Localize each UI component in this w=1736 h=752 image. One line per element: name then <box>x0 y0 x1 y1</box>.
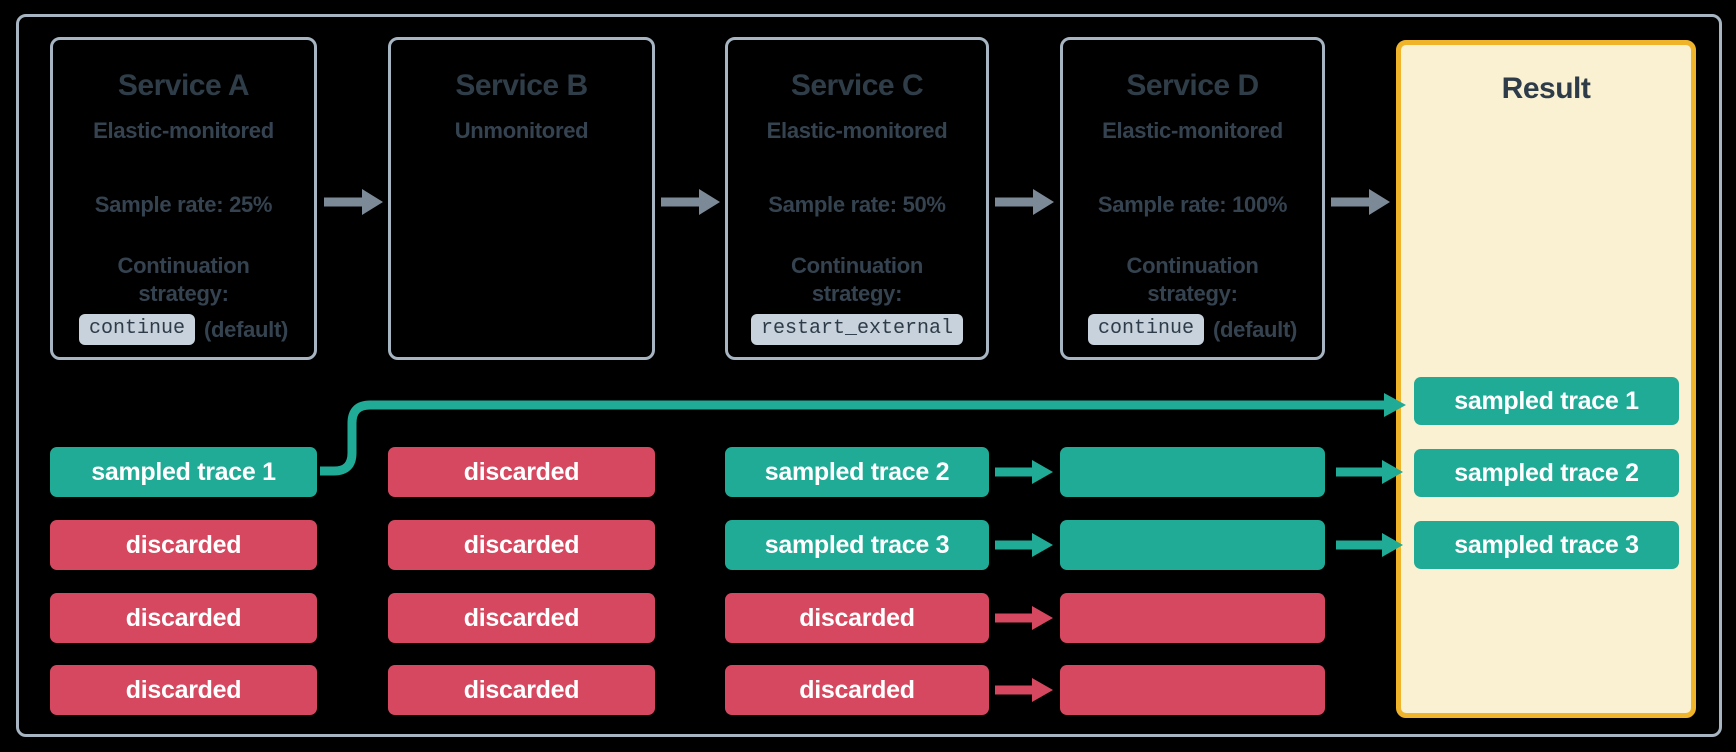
service-c-subtitle: Elastic-monitored <box>766 118 948 143</box>
service-c-card: Service C Elastic-monitored Sample rate:… <box>725 37 989 360</box>
service-a-strategy-suffix: (default) <box>203 316 289 342</box>
service-c-strategy-label: Continuation strategy: <box>790 253 924 306</box>
result-trace-box-2: sampled trace 2 <box>1414 449 1679 497</box>
result-trace-box-1: sampled trace 1 <box>1414 377 1679 425</box>
trace-box-b-row2: discarded <box>388 520 655 570</box>
diagram-outer-frame <box>16 14 1722 737</box>
service-d-card: Service D Elastic-monitored Sample rate:… <box>1060 37 1325 360</box>
trace-box-b-row3: discarded <box>388 593 655 643</box>
service-d-subtitle: Elastic-monitored <box>1102 118 1283 143</box>
result-title: Result <box>1501 72 1591 105</box>
trace-box-d-row1 <box>1060 447 1325 497</box>
service-b-subtitle: Unmonitored <box>454 118 589 143</box>
service-a-strategy-label: Continuation strategy: <box>117 253 250 306</box>
trace-box-a-row2: discarded <box>50 520 317 570</box>
service-d-strategy-suffix: (default) <box>1212 316 1298 342</box>
service-b-card: Service B Unmonitored <box>388 37 655 360</box>
service-c-sample-rate: Sample rate: 50% <box>768 192 946 217</box>
service-c-strategy-row: restart_external <box>750 314 964 345</box>
service-c-strategy-value-badge: restart_external <box>750 314 964 345</box>
trace-box-a-row4: discarded <box>50 665 317 715</box>
trace-box-d-row2 <box>1060 520 1325 570</box>
trace-box-b-row1: discarded <box>388 447 655 497</box>
trace-box-d-row4 <box>1060 665 1325 715</box>
trace-box-c-row3: discarded <box>725 593 989 643</box>
service-d-strategy-value-badge: continue <box>1087 314 1204 345</box>
service-a-sample-rate: Sample rate: 25% <box>94 192 273 217</box>
result-trace-box-3: sampled trace 3 <box>1414 521 1679 569</box>
service-d-title: Service D <box>1126 69 1259 102</box>
service-b-title: Service B <box>455 69 588 102</box>
trace-box-a-row3: discarded <box>50 593 317 643</box>
service-c-title: Service C <box>790 69 924 102</box>
trace-box-c-row4: discarded <box>725 665 989 715</box>
trace-box-a-row1: sampled trace 1 <box>50 447 317 497</box>
service-a-subtitle: Elastic-monitored <box>93 118 274 143</box>
trace-box-c-row1: sampled trace 2 <box>725 447 989 497</box>
service-a-card: Service A Elastic-monitored Sample rate:… <box>50 37 317 360</box>
service-d-sample-rate: Sample rate: 100% <box>1097 192 1288 217</box>
service-a-strategy-value-badge: continue <box>78 314 195 345</box>
service-a-strategy-row: continue (default) <box>78 314 289 345</box>
service-d-strategy-row: continue (default) <box>1087 314 1298 345</box>
service-d-strategy-label: Continuation strategy: <box>1126 253 1259 306</box>
trace-box-c-row2: sampled trace 3 <box>725 520 989 570</box>
trace-box-d-row3 <box>1060 593 1325 643</box>
service-a-title: Service A <box>117 69 250 102</box>
trace-box-b-row4: discarded <box>388 665 655 715</box>
